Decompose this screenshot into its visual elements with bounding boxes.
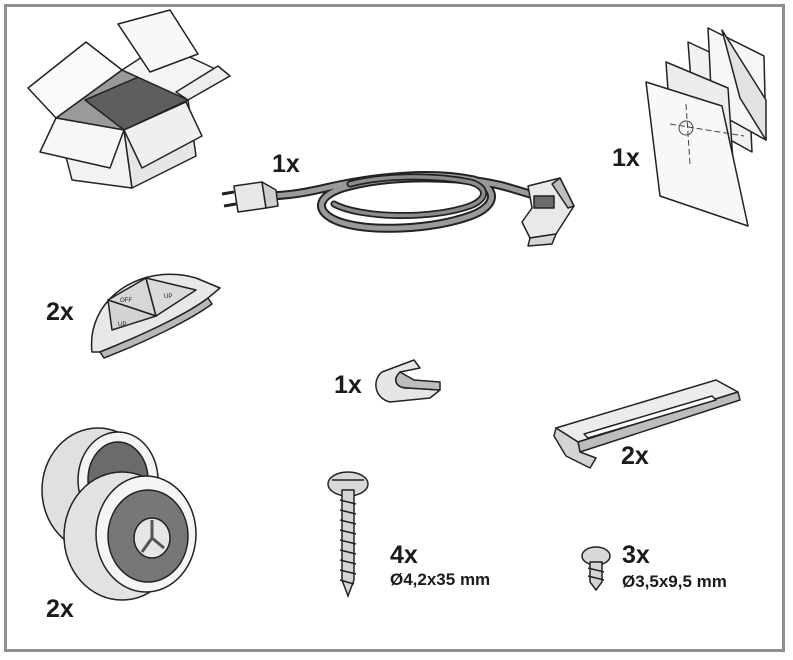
carbon-filter-quantity: 2x bbox=[46, 595, 74, 623]
long-screw-icon bbox=[327, 471, 369, 599]
power-cable-icon bbox=[257, 170, 535, 233]
plug-icon bbox=[221, 181, 279, 213]
appliance-connector-icon bbox=[521, 177, 575, 247]
bracket-quantity: 2x bbox=[621, 442, 649, 470]
instruction-manual-icon bbox=[645, 27, 767, 227]
cable-clip-quantity: 1x bbox=[334, 371, 362, 399]
short-screw-quantity: 3x bbox=[622, 541, 650, 569]
short-screw-icon bbox=[581, 546, 611, 592]
short-screw-size: Ø3,5x9,5 mm bbox=[622, 572, 727, 591]
mounting-bracket-icon bbox=[553, 379, 741, 469]
svg-text:UP: UP bbox=[164, 294, 172, 300]
svg-text:OFF: OFF bbox=[120, 298, 132, 304]
cardboard-box-icon bbox=[27, 9, 231, 189]
power-cable-quantity: 1x bbox=[272, 150, 300, 178]
cable-clip-icon bbox=[375, 359, 441, 403]
long-screw-quantity: 4x bbox=[390, 541, 418, 569]
carbon-filter-icon bbox=[41, 427, 197, 601]
button-cover-quantity: 2x bbox=[46, 298, 74, 326]
svg-text:UP: UP bbox=[118, 322, 126, 328]
button-cover-icon: OFF UP UP bbox=[90, 273, 221, 359]
long-screw-size: Ø4,2x35 mm bbox=[390, 570, 491, 589]
manual-quantity: 1x bbox=[612, 144, 640, 172]
